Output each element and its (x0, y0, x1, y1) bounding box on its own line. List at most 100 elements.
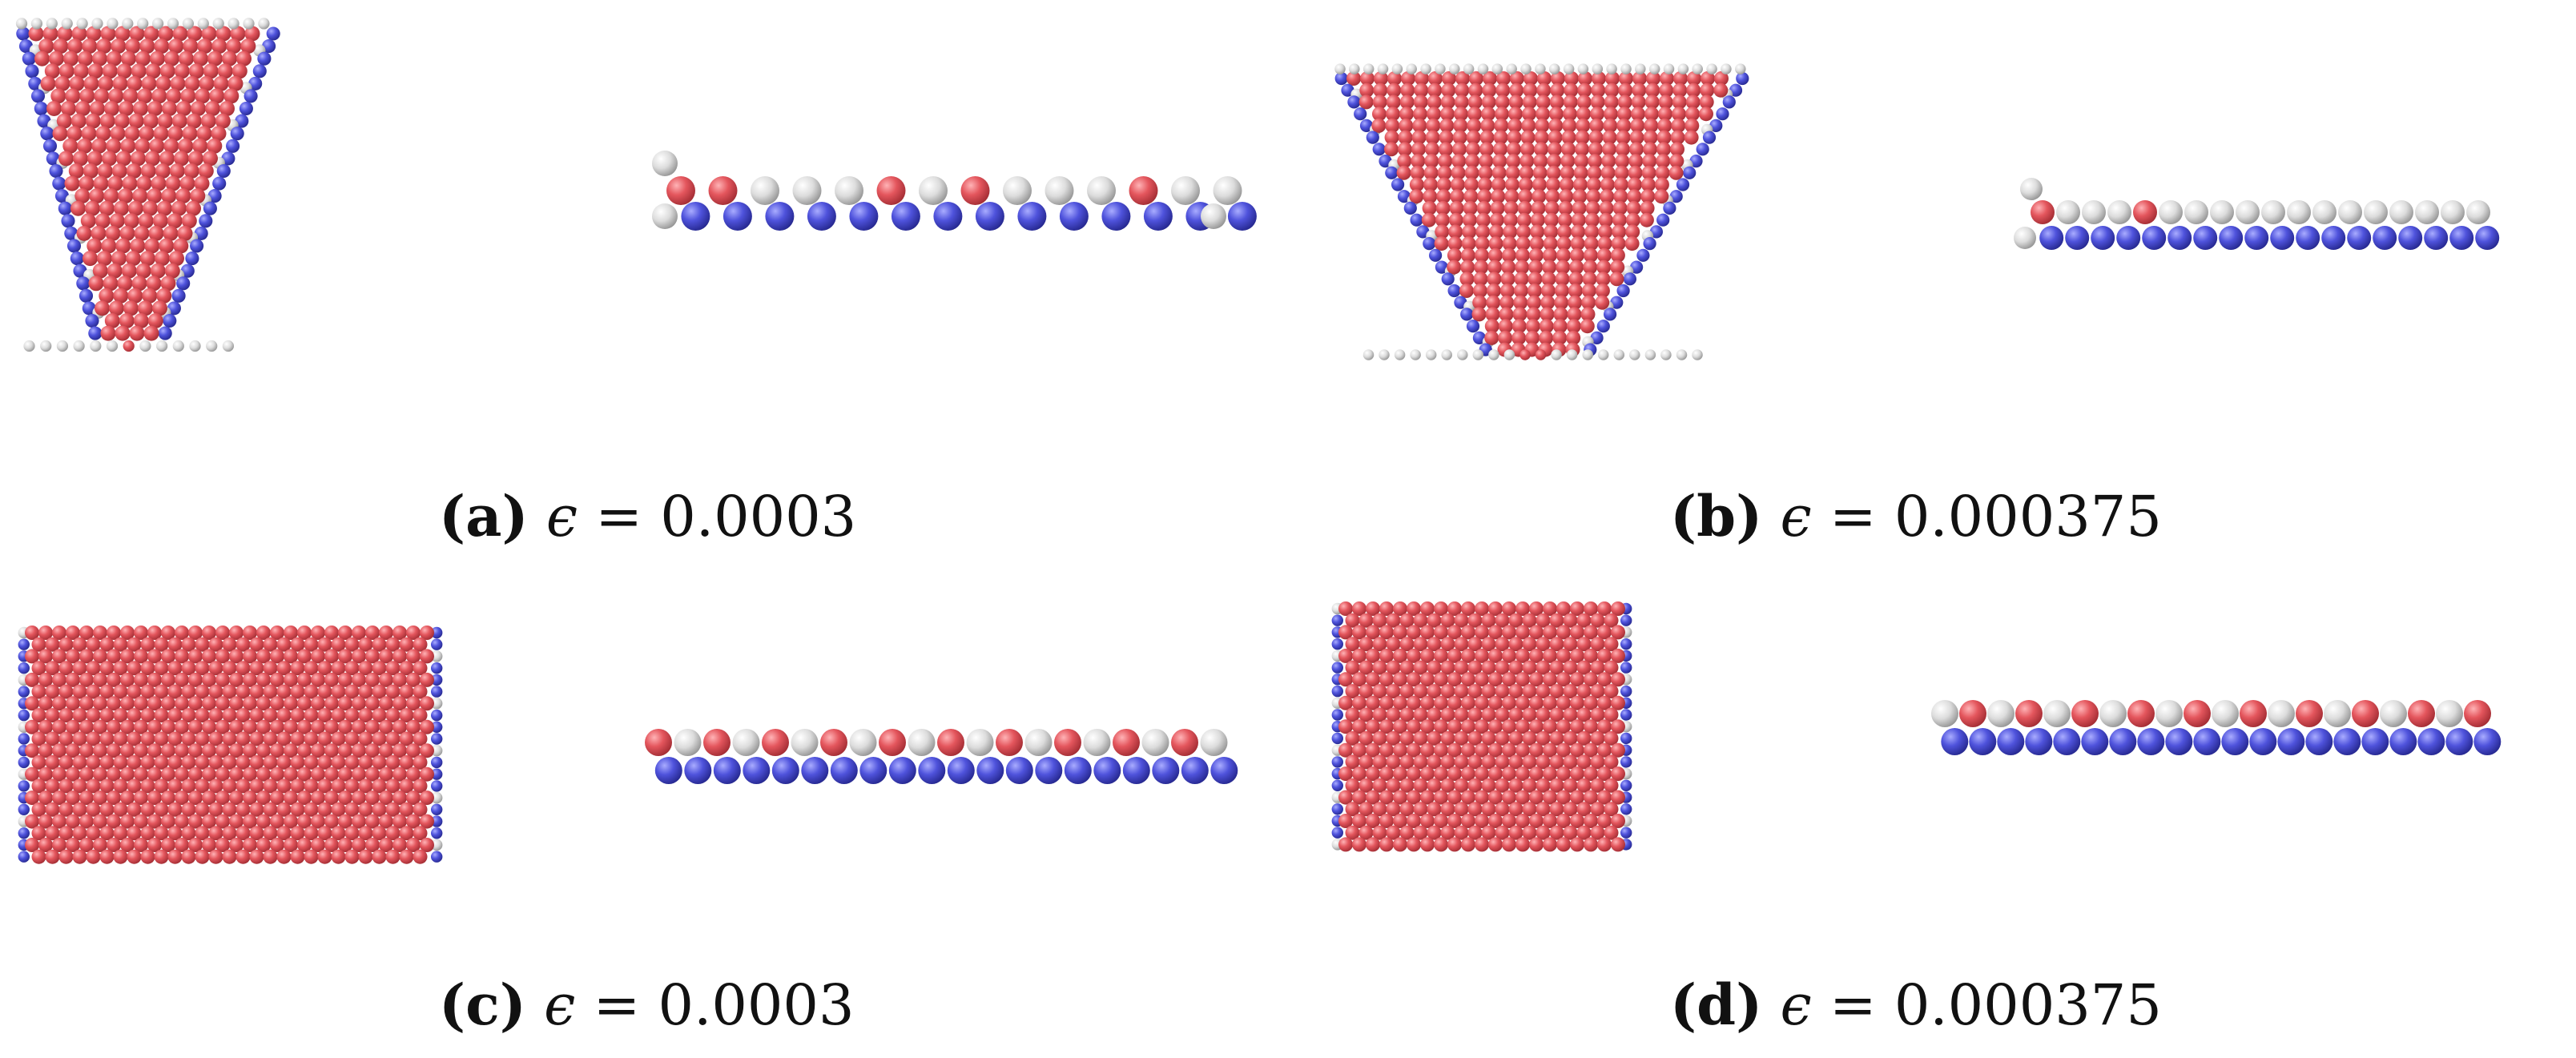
core-atom (1515, 601, 1530, 616)
core-atom (229, 672, 244, 687)
core-atom (161, 696, 175, 711)
core-atom (66, 696, 80, 711)
core-atom (121, 50, 136, 66)
core-atom (379, 696, 393, 711)
core-atom (195, 684, 210, 699)
core-atom (1584, 790, 1598, 805)
core-atom (161, 790, 175, 806)
caption-b: (b) ϵ = 0.000375 (1670, 489, 2162, 545)
core-atom (1372, 754, 1387, 770)
core-atom (1461, 695, 1475, 710)
core-atom (1548, 142, 1562, 157)
panel-d-top-view (1331, 601, 1632, 852)
core-atom (358, 754, 373, 770)
core-atom (95, 126, 111, 142)
core-atom (147, 838, 162, 852)
core-atom (70, 113, 87, 129)
core-atom (304, 778, 319, 794)
core-atom (229, 649, 244, 664)
layer-atom (919, 176, 948, 205)
substrate-atom (849, 202, 879, 231)
core-atom (1407, 672, 1421, 687)
core-atom (1495, 707, 1510, 722)
core-atom (270, 626, 284, 640)
substrate-atom (1181, 757, 1209, 784)
core-atom (229, 838, 244, 852)
core-atom (420, 838, 434, 852)
core-atom (58, 661, 74, 676)
core-atom (143, 113, 159, 129)
core-atom (1502, 742, 1516, 758)
core-atom (420, 696, 434, 711)
substrate-atom (2249, 728, 2277, 755)
core-atom (290, 708, 305, 723)
core-atom (1570, 742, 1584, 758)
core-atom (365, 719, 380, 734)
core-atom (99, 200, 115, 216)
core-atom (1427, 707, 1442, 722)
core-atom (1507, 142, 1521, 157)
layer-atom (2464, 700, 2491, 727)
core-atom (399, 708, 414, 723)
core-atom (87, 63, 103, 79)
core-atom (1409, 189, 1424, 204)
core-atom (1570, 695, 1584, 710)
core-atom (1366, 790, 1380, 805)
core-atom (1467, 730, 1483, 746)
core-atom (175, 766, 189, 782)
layer-atom (1987, 700, 2015, 727)
core-atom (1540, 307, 1555, 322)
core-atom (222, 826, 237, 841)
core-atom (213, 75, 229, 91)
core-atom (1396, 165, 1411, 180)
core-atom (1544, 224, 1559, 239)
core-atom (1570, 648, 1584, 663)
core-atom (120, 626, 135, 640)
core-atom (1398, 130, 1413, 145)
core-atom (104, 101, 119, 116)
caption-c-equals: = (593, 972, 641, 1038)
core-atom (243, 672, 257, 687)
core-atom (1611, 672, 1625, 687)
core-atom (156, 288, 172, 304)
edge-atom (18, 39, 34, 54)
core-atom (1502, 672, 1516, 687)
edge-atom (1429, 248, 1443, 262)
core-atom (1522, 637, 1537, 652)
core-atom (38, 838, 53, 852)
core-atom (140, 826, 155, 841)
core-atom (74, 188, 91, 204)
substrate-atom (2424, 226, 2449, 250)
core-atom (1387, 82, 1402, 98)
caption-b-value: 0.000375 (1894, 484, 2162, 549)
core-atom (1602, 142, 1616, 157)
core-atom (1605, 71, 1620, 86)
core-atom (147, 814, 162, 829)
bottom-row-atom (1457, 349, 1468, 360)
core-atom (181, 684, 196, 699)
core-atom (195, 661, 210, 676)
core-atom (1574, 154, 1589, 169)
top-row-atom (1334, 63, 1346, 74)
core-atom (208, 778, 223, 794)
core-atom (1338, 814, 1353, 828)
substrate-atom (801, 757, 829, 784)
core-atom (1455, 82, 1470, 98)
top-row-atom (1491, 63, 1503, 74)
core-atom (1611, 790, 1625, 805)
edge-atom (1331, 803, 1344, 815)
layer-atom (2389, 200, 2413, 224)
core-atom (1529, 837, 1544, 852)
core-atom (1502, 695, 1516, 710)
core-atom (215, 26, 231, 42)
core-atom (338, 719, 352, 734)
layer-atom (2184, 700, 2211, 727)
core-atom (208, 849, 223, 864)
core-atom (399, 661, 414, 676)
core-atom (1584, 719, 1598, 734)
core-atom (1407, 837, 1421, 852)
core-atom (1413, 754, 1428, 770)
edge-atom (1331, 662, 1344, 674)
substrate-atom (2193, 226, 2218, 250)
core-atom (1597, 648, 1612, 663)
